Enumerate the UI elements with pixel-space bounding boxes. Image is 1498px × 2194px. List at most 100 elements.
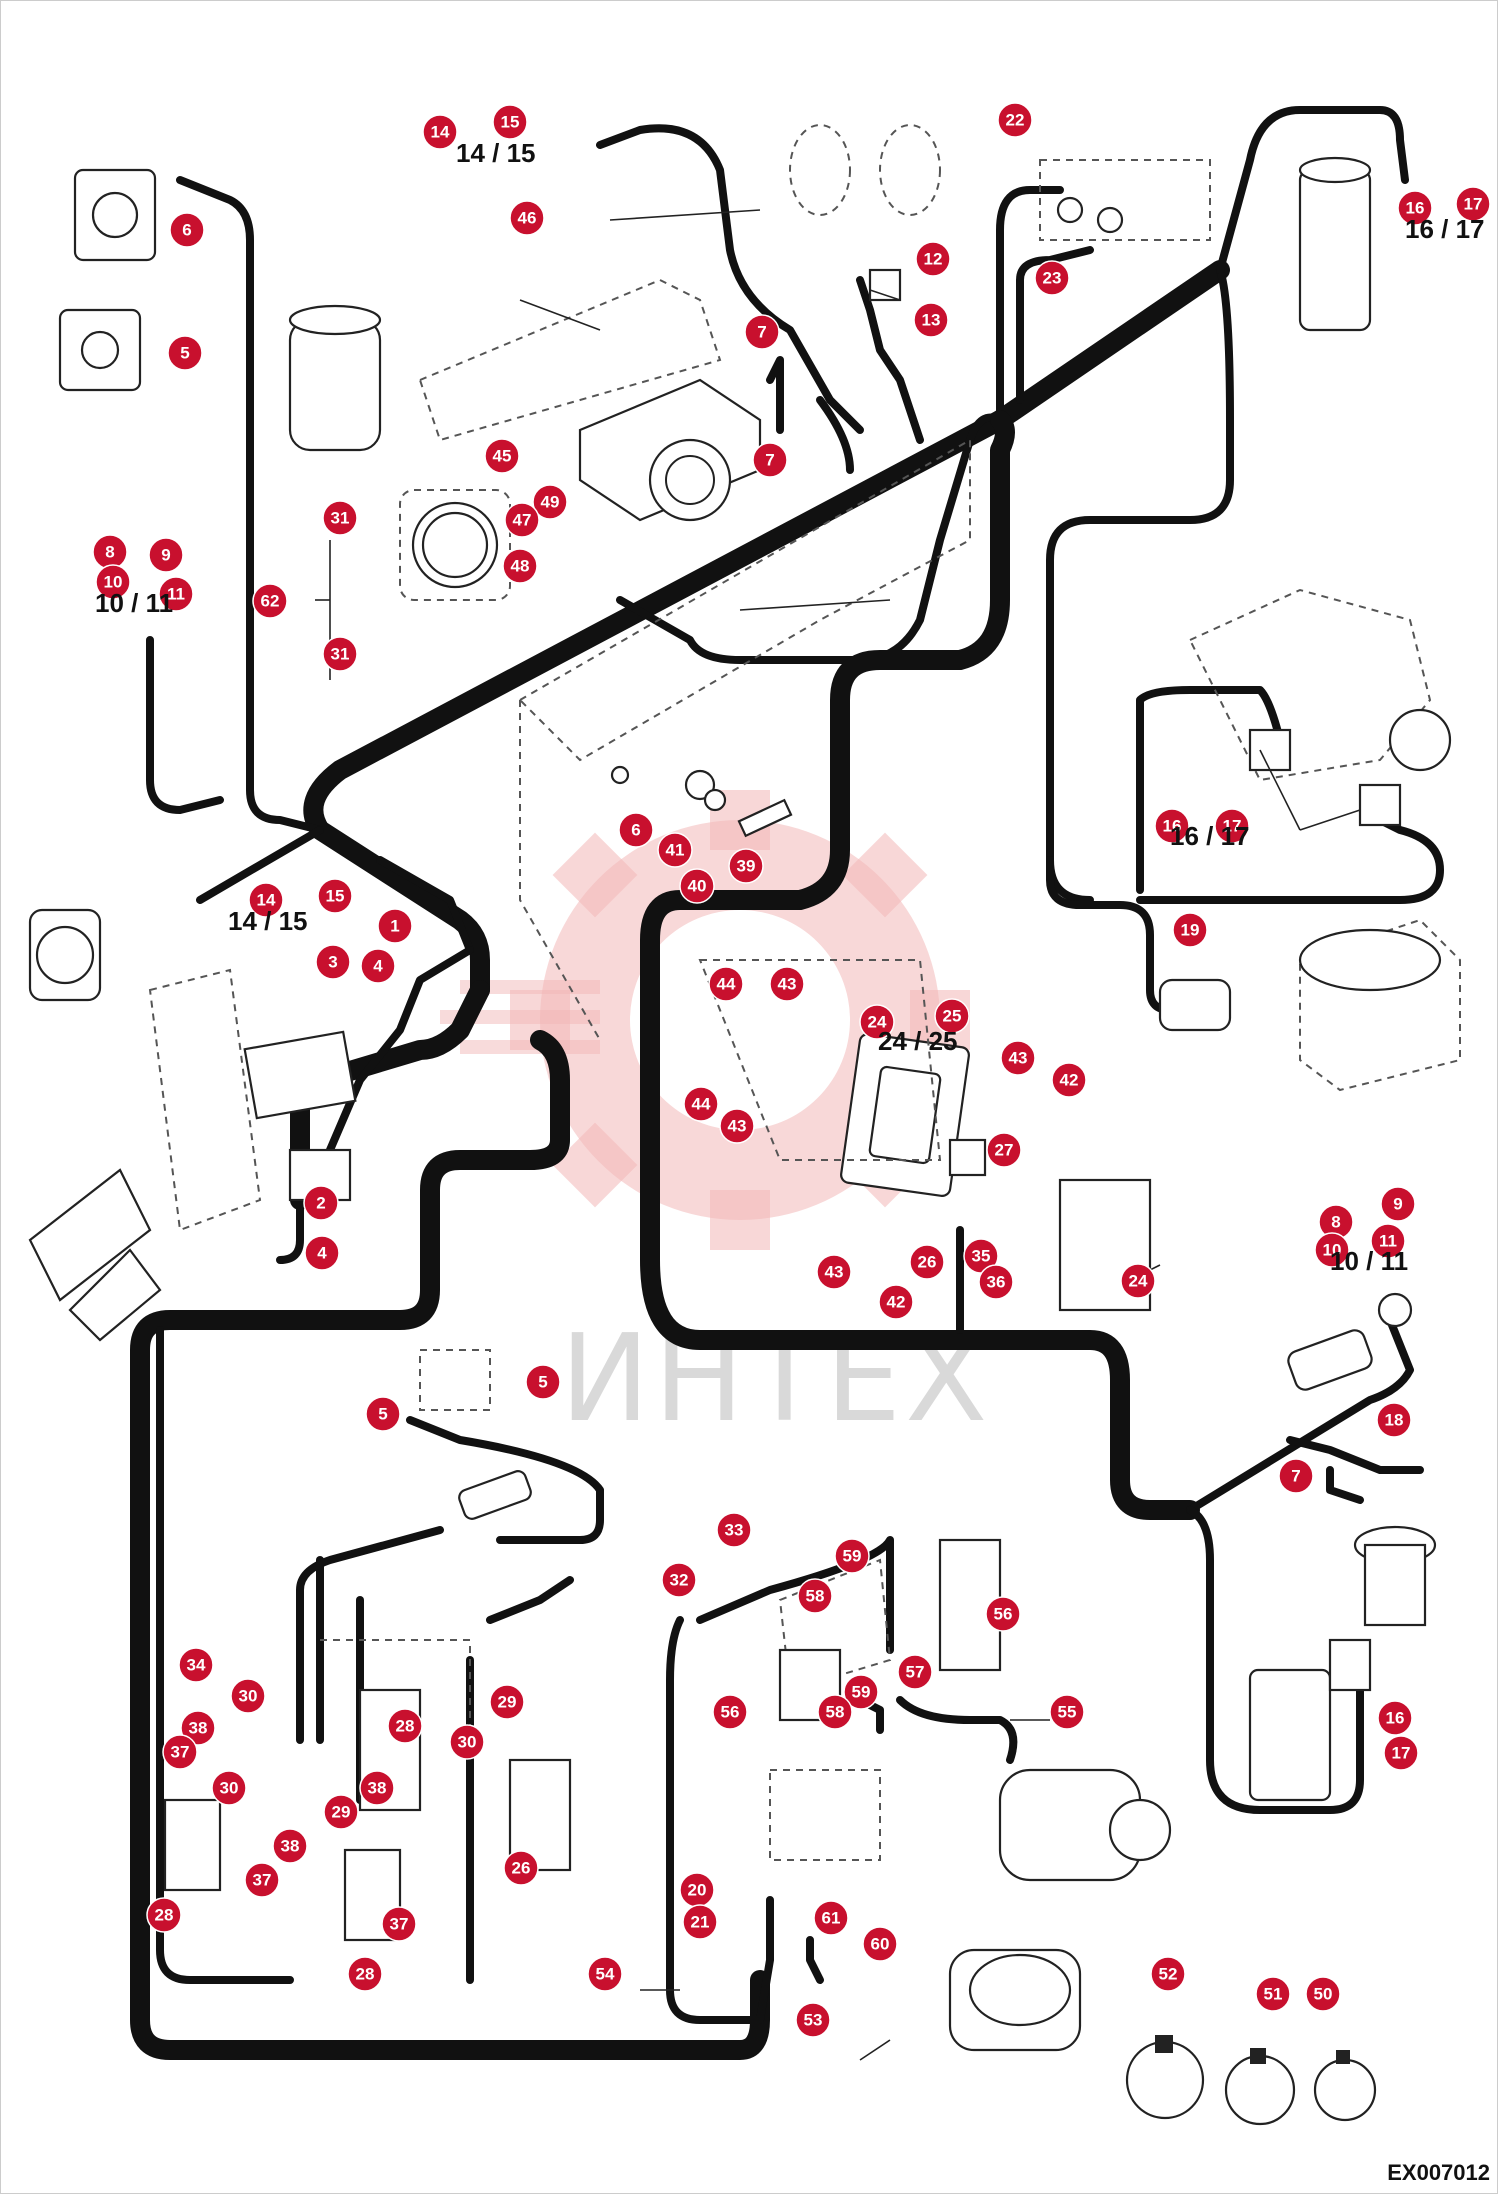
svg-text:44: 44: [717, 975, 736, 994]
ref-14-15-left: 14 / 15: [228, 906, 308, 936]
callout-40: 40: [679, 868, 715, 904]
svg-text:6: 6: [182, 221, 191, 240]
hose-clamp-52: [1125, 2040, 1205, 2120]
callout-25: 25: [934, 998, 970, 1034]
callout-60: 60: [862, 1926, 898, 1962]
fuse-holder-56: [778, 1648, 842, 1722]
svg-text:29: 29: [332, 1803, 351, 1822]
svg-text:43: 43: [778, 975, 797, 994]
compressor: [288, 318, 382, 452]
callout-29b: 29: [323, 1794, 359, 1830]
callout-13: 13: [913, 302, 949, 338]
callout-26a: 26: [909, 1244, 945, 1280]
callout-43a: 43: [769, 966, 805, 1002]
svg-text:5: 5: [538, 1373, 547, 1392]
callout-49: 49: [532, 484, 568, 520]
svg-text:58: 58: [806, 1587, 825, 1606]
svg-text:11: 11: [167, 585, 185, 604]
callout-47: 47: [504, 502, 540, 538]
callout-12: 12: [915, 241, 951, 277]
svg-text:17: 17: [1392, 1744, 1411, 1763]
svg-text:19: 19: [1181, 921, 1200, 940]
callout-41: 41: [657, 832, 693, 868]
svg-text:51: 51: [1264, 1985, 1283, 2004]
callout-2: 2: [303, 1185, 339, 1221]
callout-38a: 38: [180, 1710, 216, 1746]
svg-text:43: 43: [728, 1117, 747, 1136]
svg-text:5: 5: [378, 1405, 387, 1424]
ref-10-11-left: 10 / 11: [95, 588, 173, 618]
svg-text:17: 17: [1223, 817, 1242, 836]
callout-9: 9: [148, 537, 184, 573]
callout-26b: 26: [503, 1850, 539, 1886]
svg-text:14: 14: [257, 891, 276, 910]
callout-16c: 16: [1377, 1700, 1413, 1736]
callout-46: 46: [509, 200, 545, 236]
callout-22: 22: [997, 102, 1033, 138]
svg-text:52: 52: [1159, 1965, 1178, 1984]
callout-44a: 44: [708, 966, 744, 1002]
svg-text:54: 54: [596, 1965, 615, 1984]
callout-17b: 17: [1214, 808, 1250, 844]
svg-text:8: 8: [105, 543, 114, 562]
ref-16-17-top: 16 / 17: [1405, 214, 1485, 244]
callout-6: 6: [169, 212, 205, 248]
callout-36: 36: [978, 1264, 1014, 1300]
svg-text:24: 24: [1129, 1272, 1148, 1291]
svg-text:43: 43: [1009, 1049, 1028, 1068]
callout-21: 21: [682, 1904, 718, 1940]
callout-23: 23: [1034, 260, 1070, 296]
svg-text:36: 36: [987, 1273, 1006, 1292]
drawing-code: EX007012: [1387, 2160, 1490, 2185]
callout-30a: 30: [230, 1678, 266, 1714]
svg-text:17: 17: [1464, 195, 1483, 214]
callout-1: 1: [377, 908, 413, 944]
callout-3: 3: [315, 944, 351, 980]
svg-text:37: 37: [390, 1915, 409, 1934]
callout-7a: 7: [744, 314, 780, 350]
callout-20: 20: [679, 1872, 715, 1908]
svg-text:22: 22: [1006, 111, 1025, 130]
engine-housing: [1299, 918, 1461, 1092]
callout-38b: 38: [359, 1770, 395, 1806]
svg-text:28: 28: [356, 1965, 375, 1984]
callout-58a: 58: [797, 1578, 833, 1614]
callout-24a: 24: [859, 1004, 895, 1040]
callouts: 14 15 46 22 23 16 17 6 5 12 13 7 7 45 49…: [92, 102, 1491, 2038]
svg-text:30: 30: [239, 1687, 258, 1706]
svg-text:31: 31: [331, 645, 350, 664]
callout-58b: 58: [817, 1694, 853, 1730]
svg-text:59: 59: [843, 1547, 862, 1566]
callout-18: 18: [1376, 1402, 1412, 1438]
callout-48: 48: [502, 548, 538, 584]
svg-text:37: 37: [171, 1743, 190, 1762]
svg-text:50: 50: [1314, 1985, 1333, 2004]
svg-text:14: 14: [431, 123, 450, 142]
svg-text:38: 38: [368, 1779, 387, 1798]
ref-10-11-right: 10 / 11: [1330, 1246, 1408, 1276]
svg-text:42: 42: [1060, 1071, 1079, 1090]
callout-54: 54: [587, 1956, 623, 1992]
svg-text:55: 55: [1058, 1703, 1077, 1722]
svg-text:38: 38: [281, 1837, 300, 1856]
svg-text:43: 43: [825, 1263, 844, 1282]
callout-16: 16: [1397, 190, 1433, 226]
svg-text:5: 5: [180, 344, 189, 363]
svg-text:46: 46: [518, 209, 537, 228]
svg-text:16: 16: [1163, 817, 1182, 836]
svg-text:23: 23: [1043, 269, 1062, 288]
svg-text:59: 59: [852, 1683, 871, 1702]
pump-body: [1248, 1668, 1332, 1802]
svg-text:6: 6: [631, 821, 640, 840]
svg-text:41: 41: [666, 841, 685, 860]
pressure-sensor: [1287, 1329, 1373, 1391]
callout-8: 8: [92, 534, 128, 570]
ref-24-25: 24 / 25: [878, 1026, 958, 1056]
svg-text:38: 38: [189, 1719, 208, 1738]
callout-33: 33: [716, 1512, 752, 1548]
fuse-holder-28c: [343, 1848, 402, 1942]
callout-14: 14: [422, 114, 458, 150]
callout-51: 51: [1255, 1976, 1291, 2012]
svg-text:10: 10: [1323, 1241, 1342, 1260]
